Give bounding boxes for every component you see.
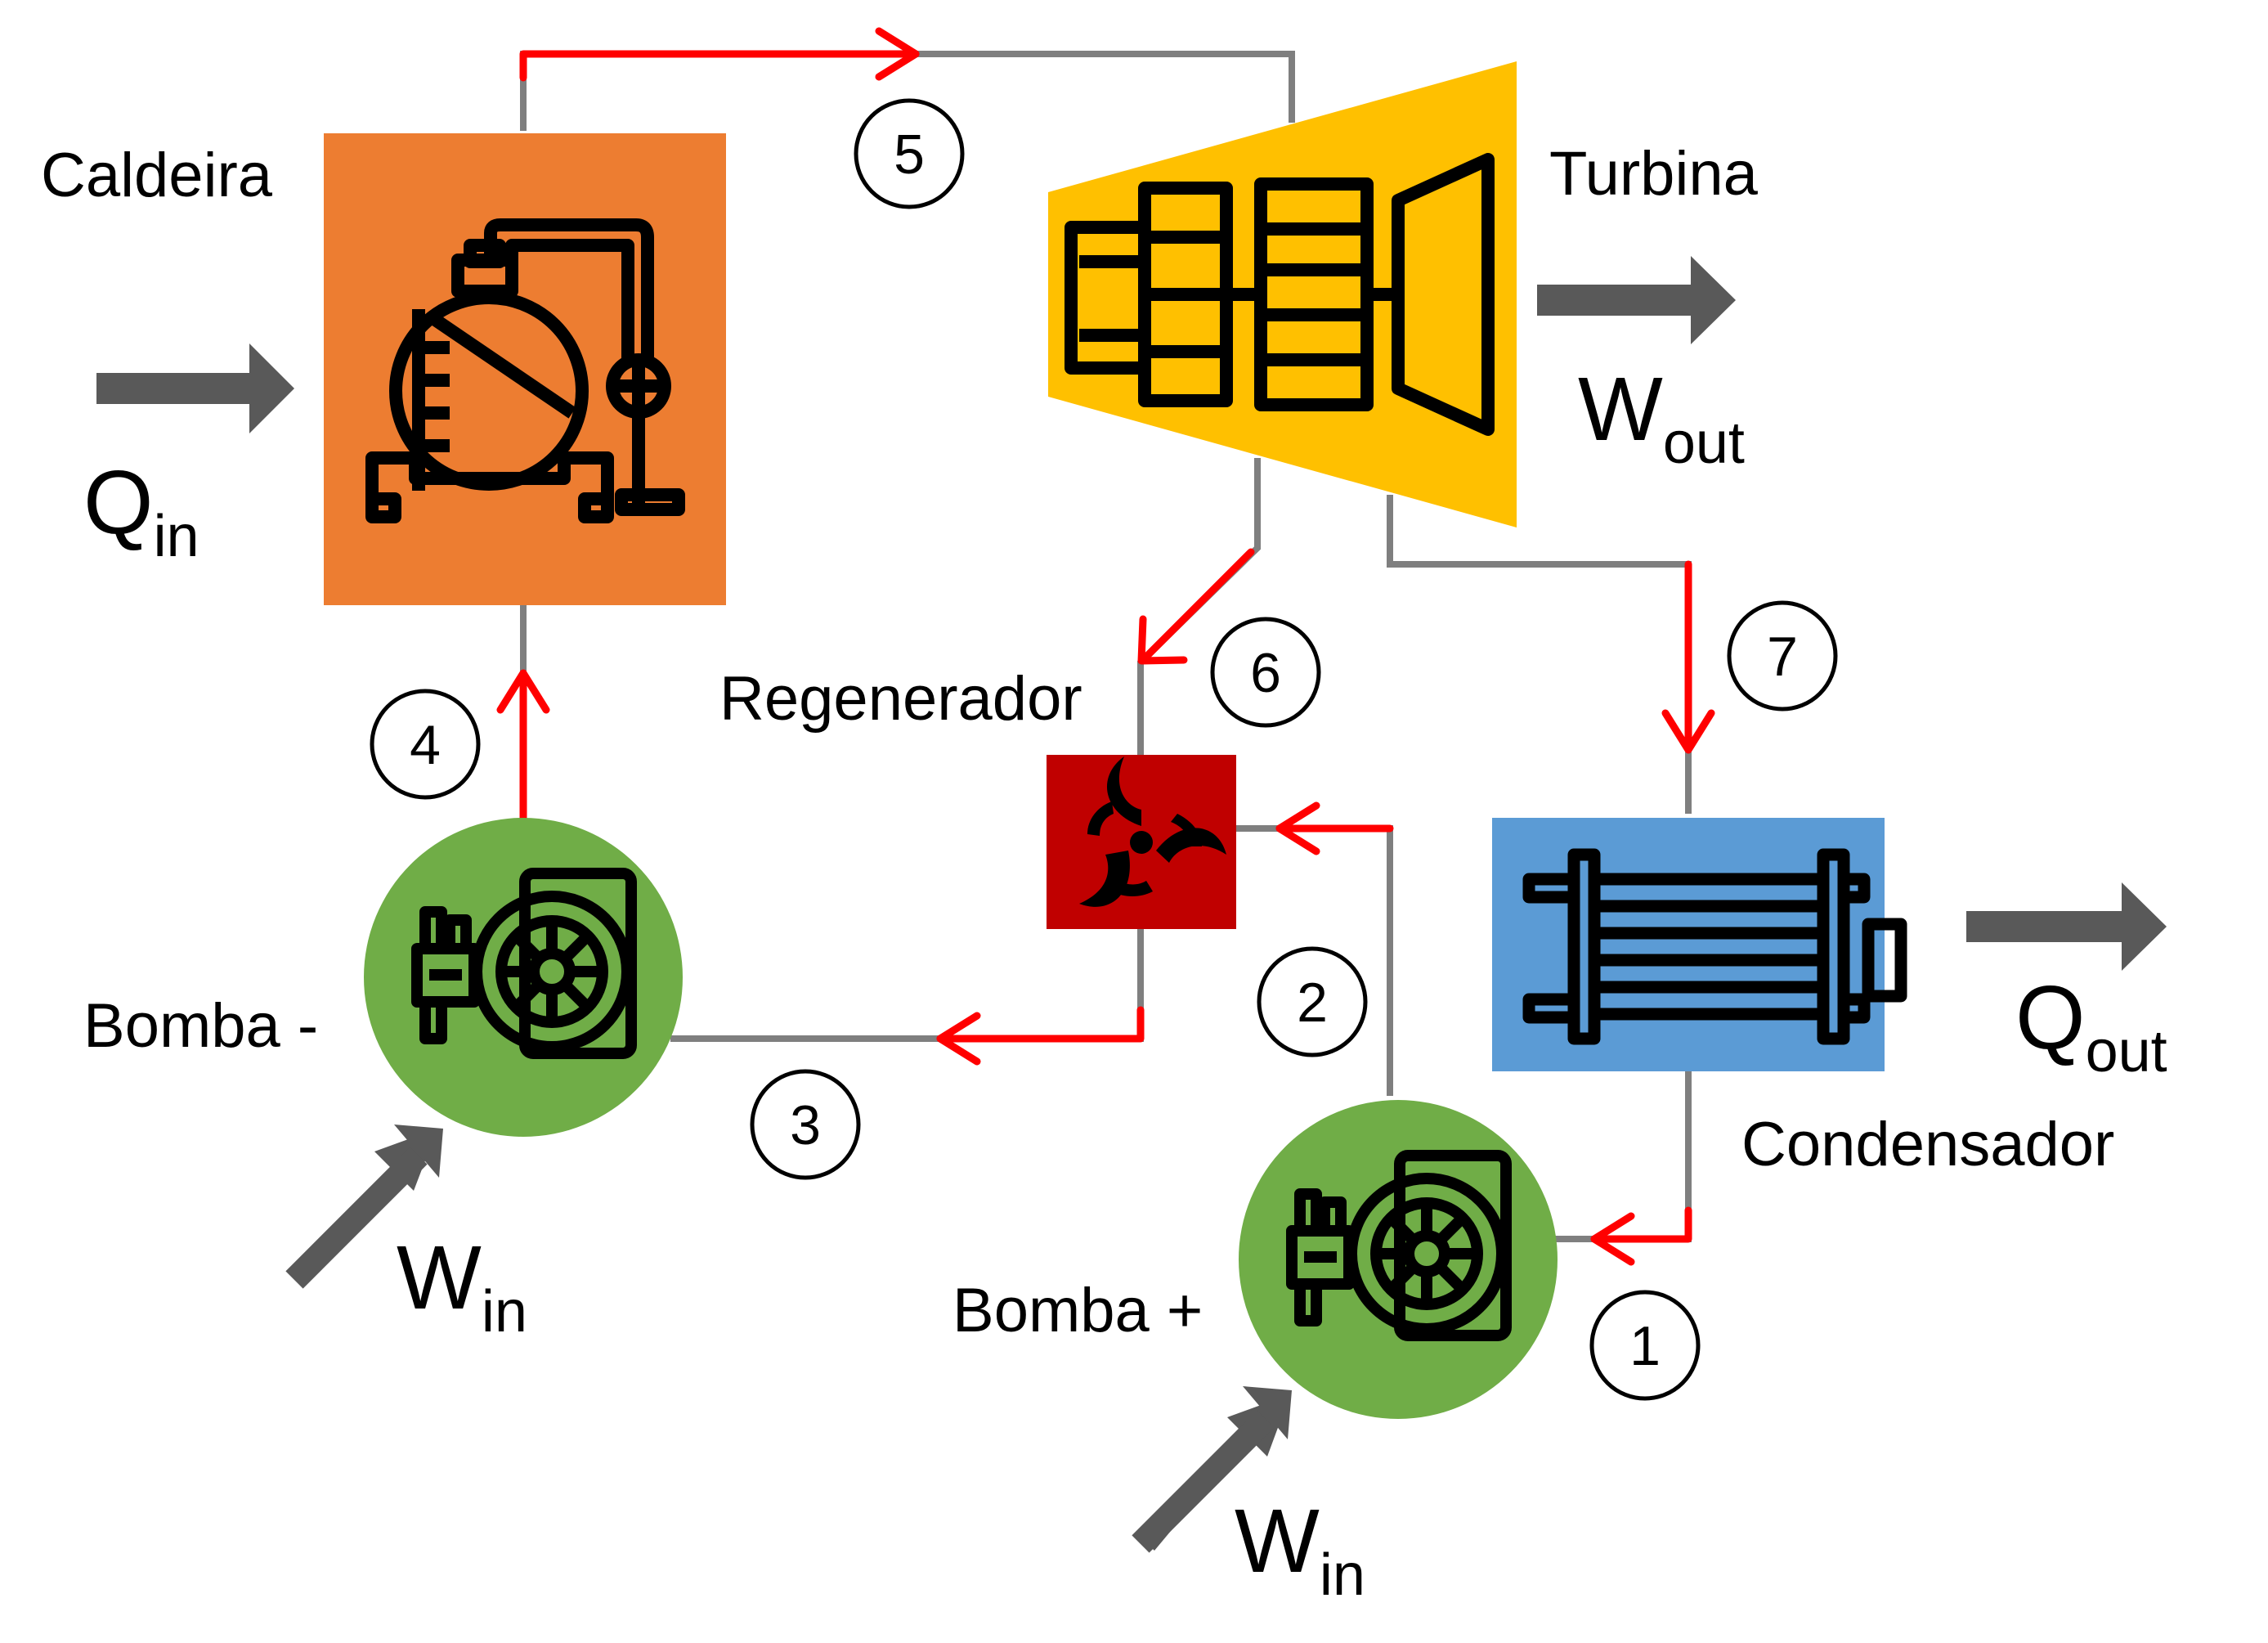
pump-plus [1239,1100,1558,1419]
w-out-arrow [1537,256,1736,344]
state-label-3: 3 [790,1094,821,1156]
flow-arrow-3 [936,1006,1145,1043]
state-marker-5: 5 [854,98,965,209]
state-label-1: 1 [1629,1315,1661,1377]
flow-arrow-4-head [496,669,550,714]
w-in-minus-arrow-body [285,1125,443,1289]
boiler-icon [365,218,685,523]
pipe-turbine-condenser [1387,495,1692,814]
state-marker-4: 4 [370,689,481,800]
w-out-label: Wout [1578,359,1745,476]
flow-arrow-5-head [875,27,920,81]
pipe-regenerator-pump-minus [670,928,1144,1042]
regenerator [1047,755,1236,929]
flow-arrow-1 [1590,1206,1692,1243]
state-marker-7: 7 [1727,600,1838,712]
pipe-condenser-pump-plus [1553,1071,1692,1242]
flow-arrow-5 [519,50,920,82]
condenser-label: Condensador [1741,1110,2114,1179]
regenerator-label: Regenerador [719,664,1082,734]
w-in-minus-symbol: W [397,1228,482,1328]
pump-plus-label: Bomba + [952,1276,1203,1345]
boiler [324,133,726,605]
flow-arrow-6 [1141,548,1255,662]
turbine [1048,61,1517,527]
q-out-symbol: Q [2015,967,2086,1068]
w-in-plus-subscript: in [1320,1542,1365,1608]
energy-labels: Qin Wout Qout Win Win [83,359,2167,1608]
energy-arrows [96,256,2167,1553]
flow-arrow-2-head [1275,801,1320,855]
turbine-icon [1065,153,1495,436]
flow-arrow-1-head [1590,1212,1635,1266]
w-in-minus-subscript: in [482,1279,527,1344]
q-out-label: Qout [2015,967,2167,1084]
biohazard-icon [1079,756,1226,907]
w-out-subscript: out [1663,411,1745,476]
state-label-4: 4 [410,714,441,776]
flow-arrows [496,27,1715,1266]
w-in-plus-arrow-body [1132,1386,1292,1553]
condenser [1492,818,1907,1071]
state-marker-2: 2 [1257,946,1368,1057]
state-markers: 5 4 6 7 2 3 1 [370,98,1838,1401]
state-marker-1: 1 [1589,1290,1701,1401]
state-label-2: 2 [1297,972,1328,1034]
pump-minus-label: Bomba - [83,991,318,1061]
state-label-7: 7 [1767,626,1798,688]
q-in-subscript: in [154,504,199,569]
state-label-5: 5 [894,123,925,186]
pump-icon [411,868,637,1059]
turbine-body [1048,61,1517,527]
w-in-minus-label: Win [397,1228,527,1344]
w-in-plus-label: Win [1235,1491,1365,1608]
q-out-arrow [1966,882,2167,971]
pump-icon [1286,1150,1512,1341]
state-marker-3: 3 [750,1069,861,1180]
radiator-icon [1522,848,1907,1045]
state-label-6: 6 [1250,642,1281,704]
boiler-label: Caldeira [41,141,273,210]
w-out-symbol: W [1578,359,1663,460]
turbine-label: Turbina [1549,139,1759,209]
q-in-label: Qin [83,452,199,569]
flow-arrow-7-head [1661,709,1715,754]
q-out-subscript: out [2086,1019,2167,1084]
w-in-plus-symbol: W [1235,1491,1320,1591]
flow-arrow-3-head [936,1012,981,1066]
component-labels: Caldeira Turbina Regenerador Condensador… [41,139,2114,1345]
pump-minus [364,818,683,1137]
state-marker-6: 6 [1210,617,1321,728]
q-in-arrow [96,343,294,433]
flow-arrow-6-head [1137,615,1188,665]
q-in-symbol: Q [83,452,154,553]
